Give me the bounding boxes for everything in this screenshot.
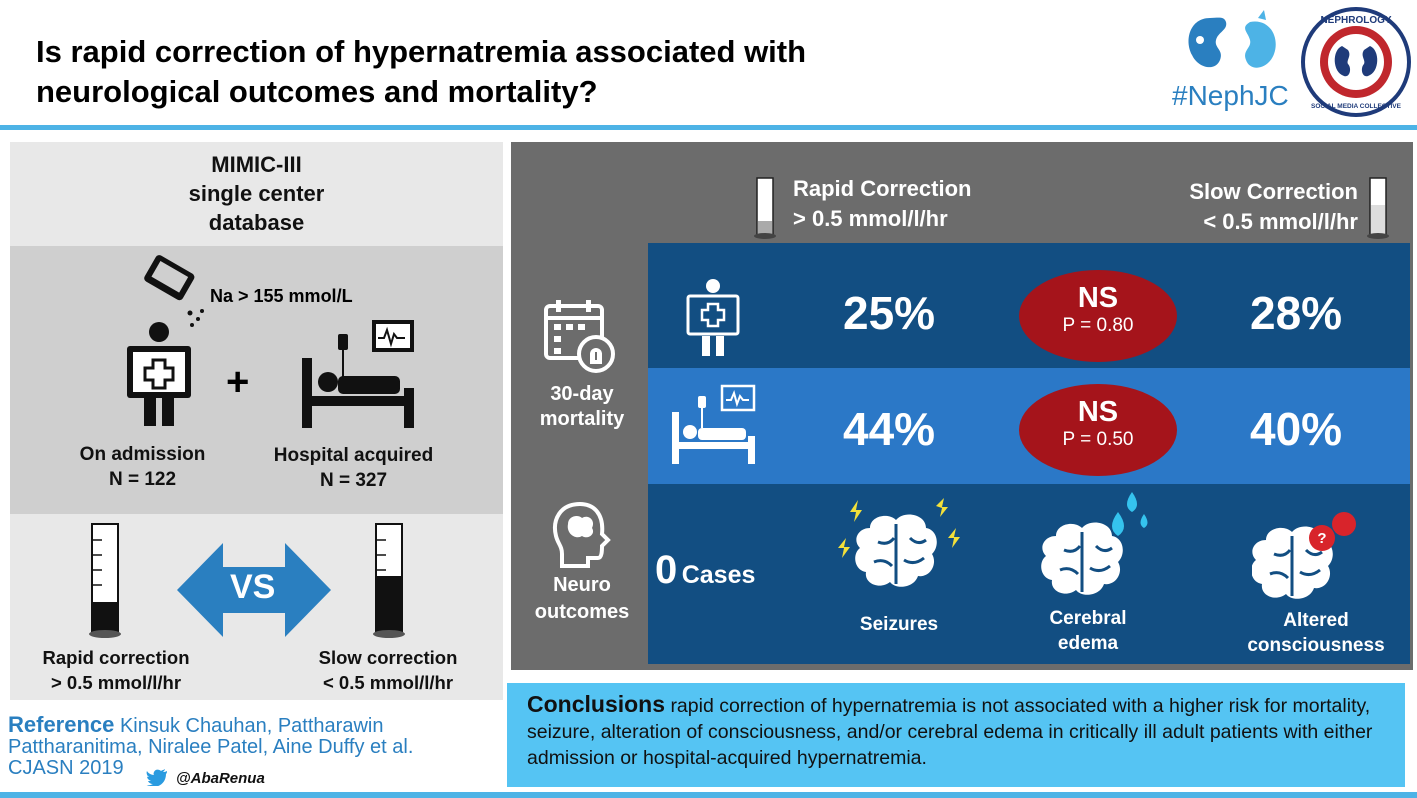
twitter-bird-icon bbox=[146, 769, 167, 786]
altered-label-line-1: Altered bbox=[1283, 610, 1349, 631]
database-title: MIMIC-III single center database bbox=[10, 150, 503, 237]
title-line-1: Is rapid correction of hypernatremia ass… bbox=[36, 34, 807, 69]
page-title: Is rapid correction of hypernatremia ass… bbox=[36, 32, 1036, 112]
nephrology-seal-icon: NEPHROLOGY SOCIAL MEDIA COLLECTIVE bbox=[1301, 7, 1411, 117]
bottom-divider bbox=[0, 792, 1417, 798]
rapid-header-rate: > 0.5 mmol/l/hr bbox=[793, 206, 948, 231]
slow-cylinder-icon bbox=[373, 523, 405, 638]
slow-header-cylinder-icon bbox=[1367, 177, 1389, 239]
database-line-1: MIMIC-III bbox=[211, 152, 302, 177]
rapid-header-title: Rapid Correction bbox=[793, 176, 972, 201]
slow-rate: < 0.5 mmol/l/hr bbox=[322, 672, 454, 693]
slow-header-title: Slow Correction bbox=[1189, 179, 1358, 204]
zero-count: 0 bbox=[655, 548, 678, 592]
hospital-bed-small-icon bbox=[672, 384, 756, 464]
row2-slow-value: 40% bbox=[1250, 403, 1343, 455]
reference-text: Kinsuk Chauhan, Pattharawin Pattharaniti… bbox=[8, 715, 414, 779]
seizures-label: Seizures bbox=[859, 614, 939, 635]
row2-ns-label: NS bbox=[1077, 396, 1119, 428]
altered-label: Altered consciousness bbox=[1222, 608, 1410, 658]
neuro-label: Neuro outcomes bbox=[520, 572, 644, 626]
head-brain-icon bbox=[553, 501, 611, 568]
mortality-label: 30-day mortality bbox=[520, 382, 644, 432]
neuro-label-line-1: Neuro bbox=[553, 574, 611, 596]
admission-n: N = 122 bbox=[108, 469, 177, 490]
row1-ns-label: NS bbox=[1077, 282, 1119, 314]
slow-correction-group: Slow correction < 0.5 mmol/l/hr bbox=[296, 645, 480, 695]
conclusion-text: rapid correction of hypernatremia is not… bbox=[527, 695, 1373, 769]
versus-label: VS bbox=[230, 568, 276, 606]
plus-sign: + bbox=[226, 360, 250, 404]
hospital-cohort: Hospital acquired N = 327 bbox=[246, 443, 461, 493]
svg-text:NEPHROLOGY: NEPHROLOGY bbox=[1320, 15, 1391, 26]
altered-label-line-2: consciousness bbox=[1247, 635, 1385, 656]
title-divider bbox=[0, 125, 1417, 130]
edema-brain-icon bbox=[1041, 492, 1148, 595]
hospital-n: N = 327 bbox=[319, 470, 388, 491]
zero-cases: 0 Cases bbox=[655, 548, 755, 593]
conclusion-title: Conclusions bbox=[527, 691, 666, 717]
slow-correction-header: Slow Correction < 0.5 mmol/l/hr bbox=[1150, 177, 1358, 237]
row2-ns-badge: NS P = 0.50 bbox=[1019, 384, 1177, 476]
reference-block: Reference Kinsuk Chauhan, Pattharawin Pa… bbox=[8, 714, 478, 779]
sodium-threshold: Na > 155 mmol/L bbox=[210, 286, 353, 306]
hashtag: #NephJC bbox=[1172, 80, 1289, 111]
rapid-label: Rapid correction bbox=[42, 647, 190, 668]
seizure-brain-icon bbox=[838, 498, 960, 587]
title-line-2: neurological outcomes and mortality? bbox=[36, 74, 598, 109]
slow-label: Slow correction bbox=[318, 647, 458, 668]
edema-label-line-2: edema bbox=[1057, 633, 1119, 654]
neuro-label-line-2: outcomes bbox=[534, 601, 630, 623]
edema-label: Cerebral edema bbox=[1032, 606, 1144, 656]
row2-rapid-value: 44% bbox=[843, 403, 936, 455]
twitter-handle: @AbaRenua bbox=[176, 770, 265, 787]
kidney-logo-icon bbox=[1188, 10, 1276, 68]
sodium-meter-icon bbox=[144, 255, 204, 327]
svg-text:SOCIAL MEDIA COLLECTIVE: SOCIAL MEDIA COLLECTIVE bbox=[1311, 103, 1402, 110]
admission-patient-icon bbox=[686, 279, 740, 356]
rapid-rate: > 0.5 mmol/l/hr bbox=[50, 672, 182, 693]
slow-header-rate: < 0.5 mmol/l/hr bbox=[1203, 209, 1358, 234]
svg-text:?: ? bbox=[1317, 530, 1326, 547]
patient-xray-icon bbox=[127, 322, 191, 426]
calendar-icon bbox=[544, 300, 615, 373]
database-line-2: single center bbox=[188, 181, 325, 206]
hospital-bed-icon bbox=[302, 320, 414, 428]
rapid-header-cylinder-icon bbox=[754, 177, 776, 239]
row1-rapid-value: 25% bbox=[843, 287, 936, 339]
reference-title: Reference bbox=[8, 712, 115, 737]
admission-label: On admission bbox=[79, 444, 206, 465]
edema-label-line-1: Cerebral bbox=[1049, 608, 1127, 629]
row1-ns-badge: NS P = 0.80 bbox=[1019, 270, 1177, 362]
versus-arrow-icon bbox=[177, 543, 331, 637]
rapid-correction-group: Rapid correction > 0.5 mmol/l/hr bbox=[18, 645, 214, 695]
row1-slow-value: 28% bbox=[1250, 287, 1343, 339]
rapid-correction-header: Rapid Correction > 0.5 mmol/l/hr bbox=[793, 174, 971, 234]
hospital-label: Hospital acquired bbox=[273, 445, 434, 466]
admission-cohort: On admission N = 122 bbox=[50, 442, 235, 492]
mortality-label-line-1: 30-day bbox=[550, 383, 614, 405]
mortality-label-line-2: mortality bbox=[539, 408, 625, 430]
row1-p-value: P = 0.80 bbox=[1062, 315, 1134, 336]
row2-p-value: P = 0.50 bbox=[1062, 429, 1134, 450]
database-line-3: database bbox=[208, 210, 305, 235]
conclusion-box: Conclusions rapid correction of hypernat… bbox=[507, 683, 1405, 787]
rapid-cylinder-icon bbox=[89, 523, 121, 638]
cases-label: Cases bbox=[681, 561, 756, 589]
altered-consciousness-brain-icon: ? bbox=[1252, 512, 1356, 599]
cohort-section bbox=[10, 246, 503, 514]
